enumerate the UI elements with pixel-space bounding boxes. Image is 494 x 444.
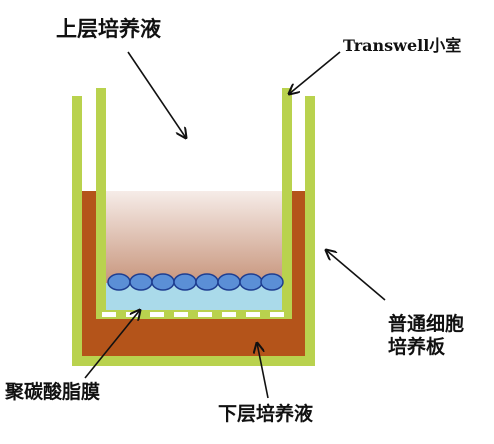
plate-bottom xyxy=(72,356,315,366)
cell xyxy=(173,273,197,291)
arrow-transwell xyxy=(289,51,341,94)
cell xyxy=(217,273,241,291)
label-membrane: 聚碳酸脂膜 xyxy=(4,380,100,403)
cell xyxy=(107,273,131,291)
pore xyxy=(198,312,212,317)
insert-right-wall xyxy=(282,88,292,314)
label-plate-line2: 培养板 xyxy=(388,335,446,358)
transwell-insert xyxy=(96,88,292,319)
arrow-upper-medium xyxy=(127,51,186,138)
culture-plate-well xyxy=(72,96,315,366)
polycarbonate-membrane xyxy=(96,310,292,319)
label-transwell-chamber: Transwell小室 xyxy=(343,36,461,55)
arrow-membrane xyxy=(84,310,140,379)
pore xyxy=(150,312,164,317)
cell xyxy=(195,273,219,291)
leader-arrows xyxy=(84,51,386,399)
pore xyxy=(222,312,236,317)
pore xyxy=(174,312,188,317)
label-plate-line1: 普通细胞 xyxy=(388,312,464,335)
pore xyxy=(270,312,284,317)
upper-medium xyxy=(106,191,282,283)
cell xyxy=(129,273,153,291)
pore xyxy=(246,312,260,317)
cell-layer xyxy=(107,273,284,291)
cell xyxy=(239,273,263,291)
cell xyxy=(151,273,175,291)
plate-left-wall xyxy=(72,96,82,366)
cell xyxy=(260,273,284,291)
label-upper-medium: 上层培养液 xyxy=(56,17,161,41)
arrow-plate xyxy=(326,250,386,301)
insert-left-wall xyxy=(96,88,106,314)
pore xyxy=(102,312,116,317)
label-lower-medium: 下层培养液 xyxy=(218,402,314,425)
arrow-lower-medium xyxy=(257,343,269,399)
plate-right-wall xyxy=(305,96,315,366)
